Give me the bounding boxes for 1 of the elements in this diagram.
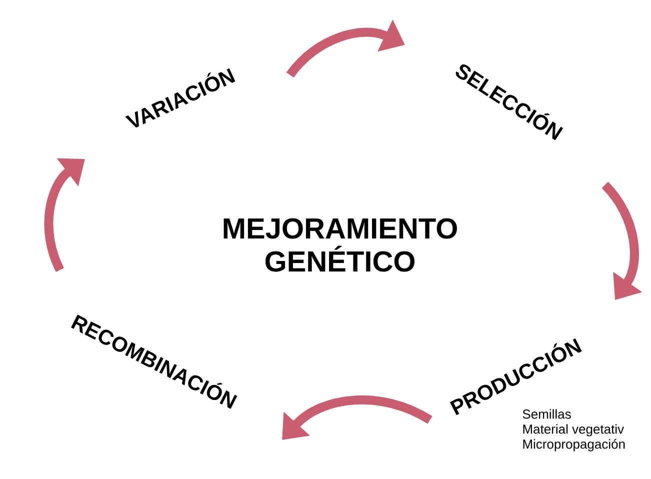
center-title: MEJORAMIENTO GENÉTICO: [224, 218, 457, 272]
